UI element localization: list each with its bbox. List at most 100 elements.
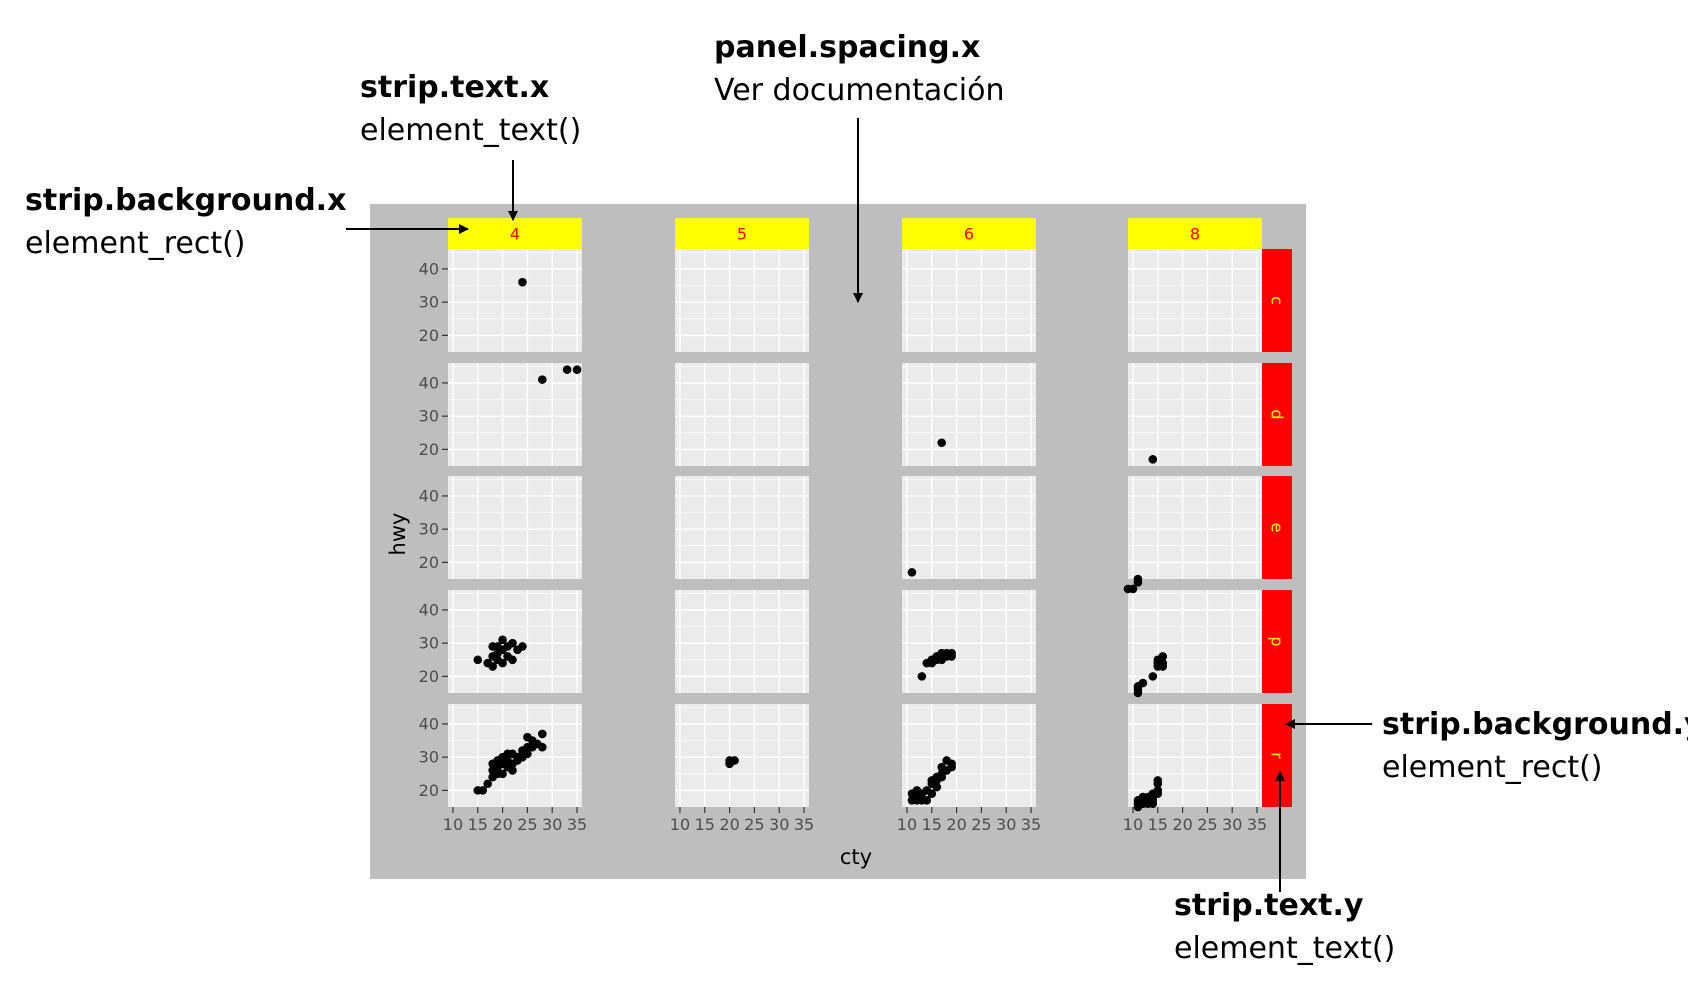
strip-background-y: [1262, 476, 1292, 579]
facet-panel: [902, 363, 1036, 466]
panel-background: [448, 363, 582, 466]
panel-background: [675, 704, 809, 807]
data-point: [562, 365, 572, 374]
x-tick-label: 10: [1123, 815, 1143, 834]
y-tick-label: 20: [419, 667, 439, 686]
x-tick-label: 10: [443, 815, 463, 834]
data-point: [518, 642, 527, 651]
y-tick-label: 20: [419, 553, 439, 572]
strip-text-y: p: [1268, 636, 1287, 646]
strip-text-y: c: [1268, 296, 1287, 305]
facet-panel: [902, 249, 1036, 352]
strip-background-x: [448, 218, 582, 249]
x-tick-label: 25: [1197, 815, 1217, 834]
annotation-strip-text-y-title: strip.text.y: [1174, 888, 1364, 923]
panel-background: [448, 249, 582, 352]
x-tick-label: 20: [719, 815, 739, 834]
annotation-strip-text-y-subtitle: element_text(): [1174, 931, 1395, 966]
strip-background-y: [1262, 590, 1292, 693]
panel-background: [675, 249, 809, 352]
x-tick-label: 15: [1148, 815, 1168, 834]
x-tick-label: 35: [1247, 815, 1267, 834]
x-tick-label: 20: [492, 815, 512, 834]
data-point: [537, 729, 547, 739]
x-tick-label: 15: [695, 815, 715, 834]
data-point: [1158, 652, 1168, 661]
annotation-strip-text-x-subtitle: element_text(): [360, 113, 581, 148]
annotation-strip-background-x-title: strip.background.x: [25, 183, 346, 218]
facet-panel: [675, 476, 809, 579]
x-axis-title: cty: [840, 845, 872, 869]
data-point: [537, 742, 547, 752]
panel-background: [675, 363, 809, 466]
data-point: [493, 642, 502, 651]
data-point: [572, 365, 582, 374]
facet-panel: [448, 363, 582, 466]
panel-background: [448, 476, 582, 579]
facet-panel: [1128, 476, 1262, 579]
facet-panel: [1128, 590, 1262, 693]
data-point: [1133, 799, 1143, 808]
y-tick-label: 40: [419, 714, 439, 733]
facet-panel: [675, 704, 809, 807]
strip-text-x: 6: [964, 225, 974, 244]
facet-panel: [675, 363, 809, 466]
annotation-strip-background-y-subtitle: element_rect(): [1382, 750, 1603, 785]
x-tick-label: 35: [567, 815, 587, 834]
panel-background: [902, 363, 1036, 466]
x-tick-label: 30: [996, 815, 1016, 834]
data-point: [917, 672, 927, 681]
strip-background-y: [1262, 249, 1292, 352]
facet-panel: [1128, 704, 1262, 807]
panel-background: [1128, 590, 1262, 693]
data-point: [1138, 678, 1148, 688]
data-point: [498, 658, 507, 668]
panel-background: [1128, 363, 1262, 466]
data-point: [1158, 662, 1168, 671]
data-point: [537, 375, 547, 384]
annotation-strip-text-x-title: strip.text.x: [360, 70, 549, 105]
strip-text-y: d: [1268, 409, 1287, 419]
data-point: [518, 752, 527, 762]
data-point: [508, 638, 517, 648]
x-tick-label: 15: [922, 815, 942, 834]
annotation-strip-background-x: strip.background.x element_rect(): [25, 183, 469, 261]
data-point: [498, 769, 507, 779]
facet-panel: [675, 249, 809, 352]
data-point: [493, 756, 502, 765]
x-tick-label: 25: [517, 815, 537, 834]
y-tick-label: 40: [419, 486, 439, 505]
y-tick-label: 30: [419, 293, 439, 312]
strip-text-y: r: [1268, 752, 1287, 759]
strip-background-x: [902, 218, 1036, 249]
y-tick-label: 20: [419, 440, 439, 459]
data-point: [523, 732, 532, 742]
y-tick-label: 40: [419, 259, 439, 278]
data-point: [488, 662, 497, 671]
annotation-panel-spacing-x-subtitle: Ver documentación: [714, 73, 1004, 108]
x-tick-label: 25: [971, 815, 991, 834]
x-tick-label: 20: [1172, 815, 1192, 834]
y-tick-label: 20: [419, 326, 439, 345]
strip-text-x: 4: [510, 225, 520, 244]
data-point: [1148, 789, 1158, 799]
annotation-strip-text-y: strip.text.y element_text(): [1174, 771, 1395, 966]
data-point: [937, 438, 947, 448]
y-tick-label: 40: [419, 600, 439, 619]
data-point: [478, 786, 488, 795]
data-point: [1128, 584, 1138, 594]
facet-panel: [1128, 249, 1262, 352]
strip-text-y: e: [1268, 523, 1287, 533]
panel-background: [1128, 704, 1262, 807]
data-point: [912, 786, 922, 795]
data-point: [1153, 776, 1163, 785]
data-point: [1148, 672, 1158, 681]
annotation-strip-background-x-subtitle: element_rect(): [25, 226, 246, 261]
annotation-strip-background-y-title: strip.background.y: [1382, 707, 1688, 742]
y-tick-label: 30: [419, 407, 439, 426]
x-tick-label: 35: [794, 815, 814, 834]
data-point: [937, 772, 947, 782]
data-point: [508, 655, 517, 665]
data-point: [725, 756, 734, 765]
